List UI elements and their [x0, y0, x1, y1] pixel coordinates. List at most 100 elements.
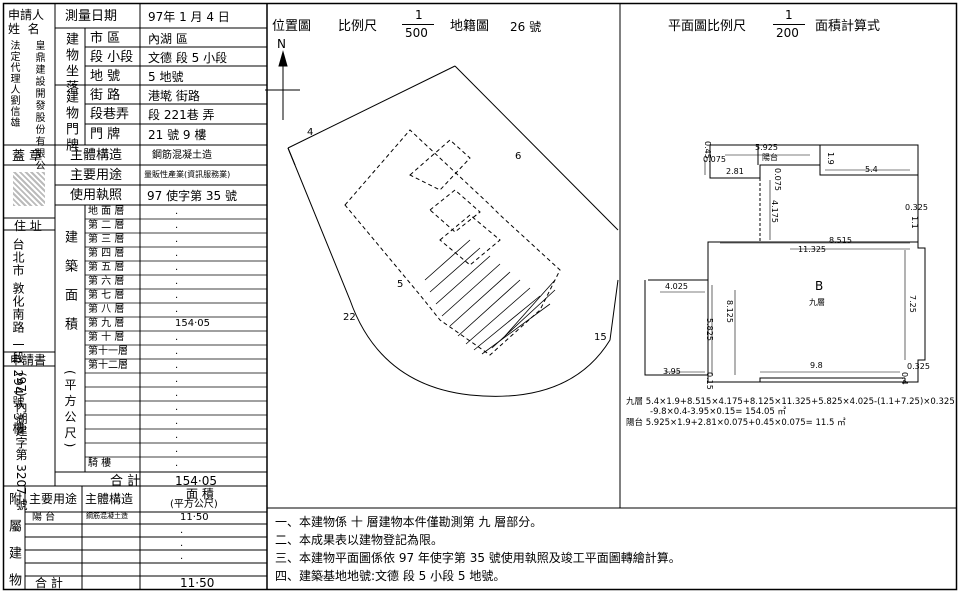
- attached-structure: 鋼筋混凝土造: [86, 512, 128, 520]
- dimension-label: 5.825: [705, 318, 714, 341]
- floor-area: .: [175, 444, 179, 455]
- attached-use: 陽 台: [32, 512, 56, 523]
- attached-area: .: [180, 538, 184, 549]
- dimension-label: 4.025: [665, 282, 688, 291]
- floor-area: .: [175, 248, 179, 259]
- total-value: 154·05: [175, 474, 217, 488]
- floor-area-label: 建築面積: [62, 230, 77, 346]
- scale-fraction-bar: [402, 24, 434, 25]
- cadastral-no: 26 號: [510, 20, 542, 34]
- main-structure-label: 主體構造: [70, 148, 123, 163]
- floor-area: .: [175, 374, 179, 385]
- survey-date-label: 測量日期: [65, 9, 118, 24]
- attached-area: .: [180, 525, 184, 536]
- location-scale-num: 1: [415, 8, 423, 22]
- floor-area: .: [175, 262, 179, 273]
- lot-5: 5: [397, 279, 404, 290]
- attached-area: 11·50: [180, 512, 209, 523]
- dimension-label: 0.15: [705, 372, 714, 390]
- floor-name: 第 九 層: [88, 318, 125, 329]
- dimension-label: 0.325: [905, 203, 928, 212]
- floor-area: .: [175, 402, 179, 413]
- dimension-label: 8.515: [829, 236, 852, 245]
- dimension-label: 0.325: [907, 362, 930, 371]
- location-field-label: 段 小段: [90, 50, 134, 65]
- attached-total-value: 11·50: [180, 576, 215, 590]
- dimension-label: 0.075: [703, 155, 726, 164]
- cadastral-label: 地籍圖: [450, 19, 490, 34]
- floor-area: .: [175, 416, 179, 427]
- attached-col-area: 面 積: [186, 487, 214, 501]
- location-field-value: 段 221巷 弄: [148, 108, 215, 122]
- dimension-label: 0.45: [703, 141, 712, 159]
- seal-label: 蓋 章: [12, 149, 43, 164]
- door-label: 建物門牌: [63, 90, 78, 154]
- main-structure-value: 鋼筋混凝土造: [152, 150, 212, 161]
- license-value: 97 使字第 35 號: [147, 189, 237, 203]
- attached-label: 附屬建物: [6, 492, 21, 600]
- floor-name: 第 四 層: [88, 248, 125, 259]
- floor-name: 騎 樓: [88, 458, 112, 469]
- license-label: 使用執照: [70, 188, 123, 203]
- dimension-label: 1.9: [826, 152, 835, 165]
- attached-area: .: [180, 551, 184, 562]
- floor-area: .: [175, 360, 179, 371]
- dimension-label: 4.175: [770, 200, 779, 223]
- attached-col-structure: 主體構造: [85, 492, 134, 506]
- balcony-label: 陽台: [762, 153, 778, 162]
- dimension-label: 2.81: [726, 167, 744, 176]
- location-field-value: 文德 段 5 小段: [148, 51, 228, 65]
- lot-6: 6: [515, 151, 522, 162]
- lot-22: 22: [343, 312, 356, 323]
- dimension-label: 5.925: [755, 143, 778, 152]
- floor-area: .: [175, 290, 179, 301]
- room-name: 九層: [809, 298, 825, 307]
- attached-col-use: 主要用途: [29, 492, 78, 506]
- address-text: 台北市 敦化南路 一段 294號 3樓: [11, 238, 25, 435]
- formula-ninth-floor-cont: -9.8×0.4-3.95×0.15= 154.05 ㎡: [650, 407, 787, 417]
- location-scale-label: 比例尺: [338, 19, 378, 34]
- note-line: 三、本建物平面圖係依 97 年使字第 35 號使用執照及竣工平面圖轉繪計算。: [275, 551, 681, 565]
- dimension-label: 8.125: [725, 300, 734, 323]
- application-label: 申請書: [10, 353, 47, 367]
- north-label: N: [277, 37, 286, 51]
- room-letter: B: [815, 279, 824, 293]
- floor-name: 第 六 層: [88, 276, 125, 287]
- location-field-value: 21 號 9 樓: [148, 128, 207, 142]
- floor-plan-scale-label: 平面圖比例尺: [668, 19, 747, 34]
- floor-name: 第 三 層: [88, 234, 125, 245]
- location-field-value: 港墘 街路: [148, 89, 200, 103]
- floor-name: 第 二 層: [88, 220, 125, 231]
- area-calc-label: 面積計算式: [815, 19, 881, 34]
- attached-total-label: 合 計: [35, 576, 63, 590]
- formula-ninth-floor: 九層 5.4×1.9+8.515×4.175+8.125×11.325+5.82…: [626, 397, 955, 407]
- note-line: 四、建築基地地號:文德 段 5 小段 5 地號。: [275, 569, 506, 583]
- location-map-title: 位置圖: [272, 19, 312, 34]
- total-label: 合 計: [110, 474, 141, 489]
- location-field-label: 門 牌: [90, 127, 121, 142]
- dimension-label: 9.8: [810, 361, 823, 370]
- location-field-label: 段巷弄: [90, 107, 130, 122]
- floor-area-unit: (平方公尺): [63, 370, 77, 452]
- main-use-label: 主要用途: [70, 168, 123, 183]
- location-field-label: 街 路: [90, 88, 121, 103]
- floor-plan-scale-num: 1: [785, 8, 793, 22]
- floor-name: 地 面 層: [88, 206, 125, 217]
- floor-area: .: [175, 206, 179, 217]
- main-use-value: 量販性產業(資訊服務業): [144, 170, 231, 179]
- floor-area: .: [175, 458, 179, 469]
- floor-area: .: [175, 332, 179, 343]
- floor-name: 第 五 層: [88, 262, 125, 273]
- dimension-label: 1.1: [910, 216, 919, 229]
- location-field-value: 5 地號: [148, 70, 184, 84]
- location-field-value: 內湖 區: [148, 32, 188, 46]
- application-text: (97) 內湖建字第 3207 號: [14, 372, 28, 511]
- formula-balcony: 陽台 5.925×1.9+2.81×0.075+0.45×0.075= 11.5…: [626, 418, 846, 428]
- location-label: 建物坐落: [63, 32, 78, 96]
- floor-plan-fraction-bar: [773, 24, 805, 25]
- floor-plan-scale-den: 200: [776, 26, 799, 40]
- note-line: 一、本建物係 十 層建物本件僅勘測第 九 層部分。: [275, 515, 543, 529]
- floor-name: 第十二層: [88, 360, 128, 371]
- lot-15: 15: [594, 332, 607, 343]
